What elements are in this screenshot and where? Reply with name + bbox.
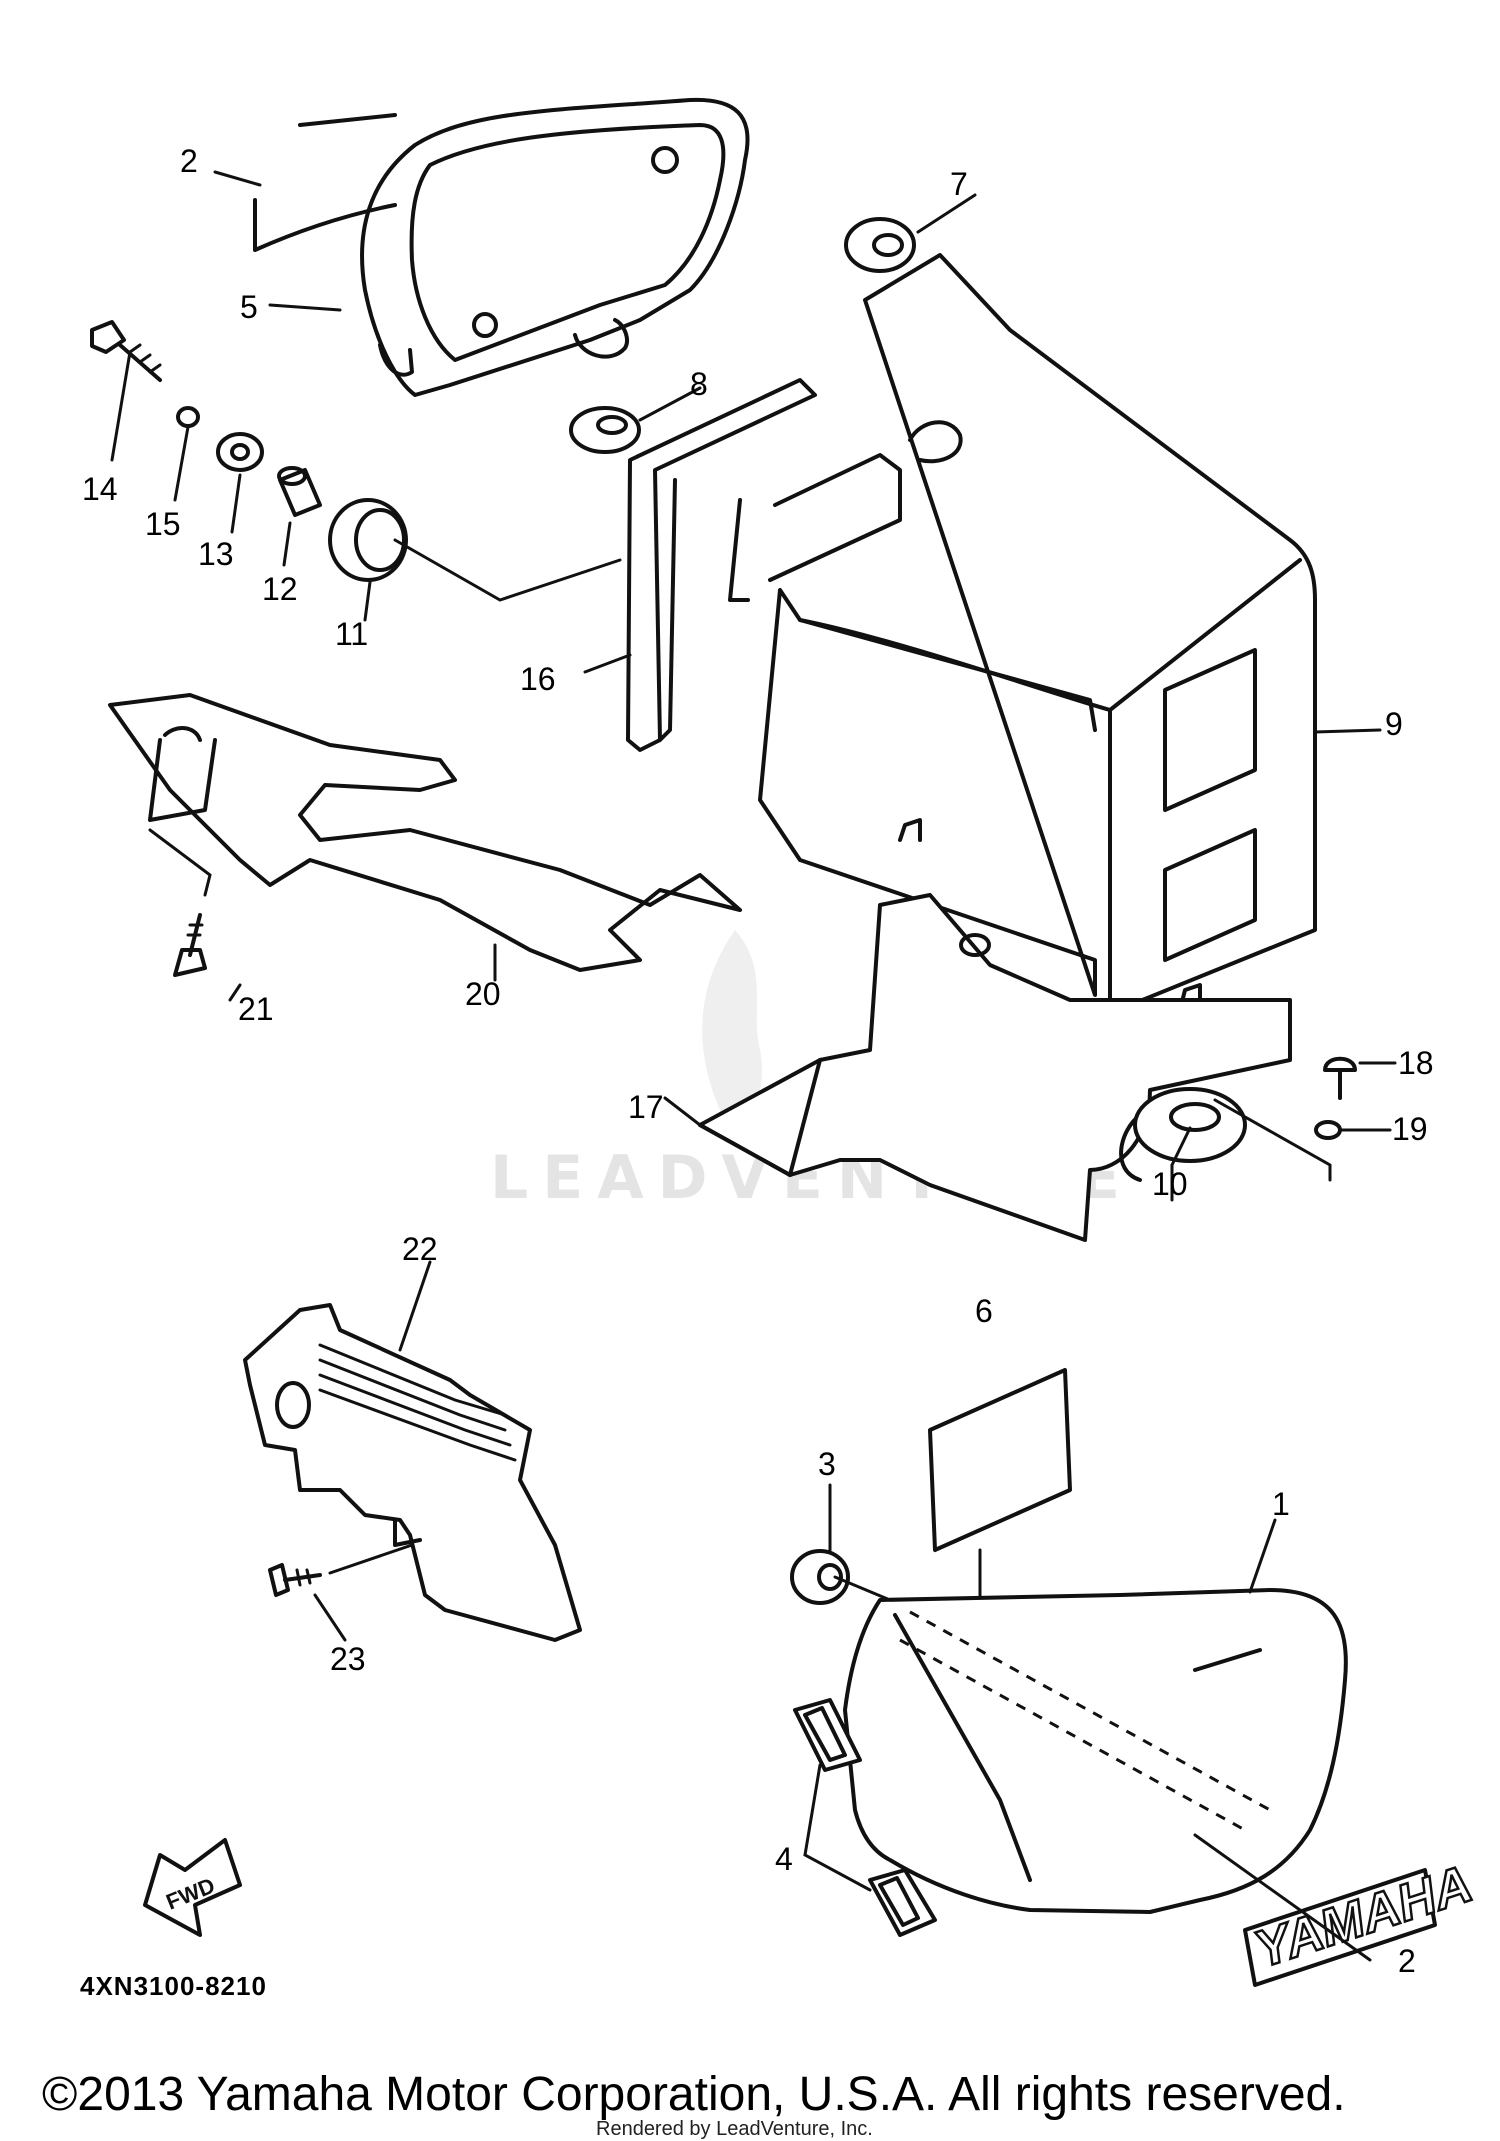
label-part-15: 15	[145, 506, 181, 542]
yamaha-logo-text: YAMAHA	[1248, 1855, 1479, 1979]
label-part-2-upper: 2	[180, 143, 198, 179]
part-9-battery-box	[758, 253, 1317, 1012]
part-12-collar	[277, 466, 322, 517]
callout-labels: 2 5 7 8 14 15 13 12 11 16 9 20 21 17 18 …	[82, 143, 1434, 1979]
frame-pin-upper	[651, 146, 679, 174]
part-2-decal-upper	[253, 113, 397, 252]
part-6-emblem-plate	[928, 1368, 1072, 1552]
label-part-13: 13	[198, 536, 234, 572]
part-13-washer	[216, 432, 264, 472]
part-14-bolt	[90, 320, 162, 382]
leader-line-23	[328, 1543, 414, 1575]
label-part-19: 19	[1392, 1111, 1428, 1147]
label-part-2-lower: 2	[1398, 1943, 1416, 1979]
frame-pin-lower	[472, 312, 498, 338]
part-19-washer	[1314, 1120, 1342, 1140]
part-5-side-cover-frame	[360, 97, 750, 397]
label-part-5: 5	[240, 289, 258, 325]
label-part-22: 22	[402, 1231, 438, 1267]
part-16-bracket	[626, 378, 817, 752]
label-part-4: 4	[775, 1841, 793, 1877]
label-part-21: 21	[238, 991, 274, 1027]
label-part-1: 1	[1272, 1486, 1290, 1522]
label-part-16: 16	[520, 661, 556, 697]
part-15-washer	[176, 406, 200, 428]
label-part-12: 12	[262, 571, 298, 607]
label-part-23: 23	[330, 1641, 366, 1677]
label-part-20: 20	[465, 976, 501, 1012]
label-part-18: 18	[1398, 1045, 1434, 1081]
label-part-6: 6	[975, 1293, 993, 1329]
diagram-code: 4XN3100-8210	[80, 1971, 267, 2001]
part-3-grommet	[790, 1549, 850, 1605]
label-part-10: 10	[1152, 1166, 1188, 1202]
label-part-11: 11	[335, 616, 368, 652]
label-part-14: 14	[82, 471, 118, 507]
part-11-grommet	[328, 498, 408, 582]
part-4-rubber-pads	[793, 1698, 937, 1937]
callout-leaders	[110, 170, 1397, 1642]
rendered-by-notice: Rendered by LeadVenture, Inc.	[596, 2118, 873, 2140]
leader-line-19	[1213, 1098, 1332, 1182]
label-part-3: 3	[818, 1446, 836, 1482]
part-22-cover	[243, 1303, 582, 1642]
part-2-yamaha-decal: YAMAHA	[1243, 1854, 1480, 1987]
leader-line-3	[833, 1575, 892, 1602]
label-part-8: 8	[690, 366, 708, 402]
part-18-screw	[1323, 1056, 1357, 1100]
copyright-notice: ©2013 Yamaha Motor Corporation, U.S.A. A…	[42, 2068, 1346, 2121]
part-10-grommet	[1133, 1087, 1247, 1163]
part-7-grommet	[844, 217, 916, 273]
part-8-grommet	[569, 406, 641, 454]
label-part-9: 9	[1385, 706, 1403, 742]
label-part-17: 17	[628, 1089, 664, 1125]
leader-line-21	[148, 828, 212, 897]
leader-line-11	[393, 538, 622, 602]
label-part-7: 7	[950, 166, 968, 202]
fwd-direction-marker: FWD	[143, 1838, 242, 1937]
part-21-bolt	[173, 913, 207, 977]
leader-line-2-lower	[1193, 1833, 1372, 1962]
part-20-cover	[108, 693, 742, 972]
part-23-bolt	[268, 1563, 322, 1597]
part-1-side-cover	[843, 1588, 1348, 1914]
